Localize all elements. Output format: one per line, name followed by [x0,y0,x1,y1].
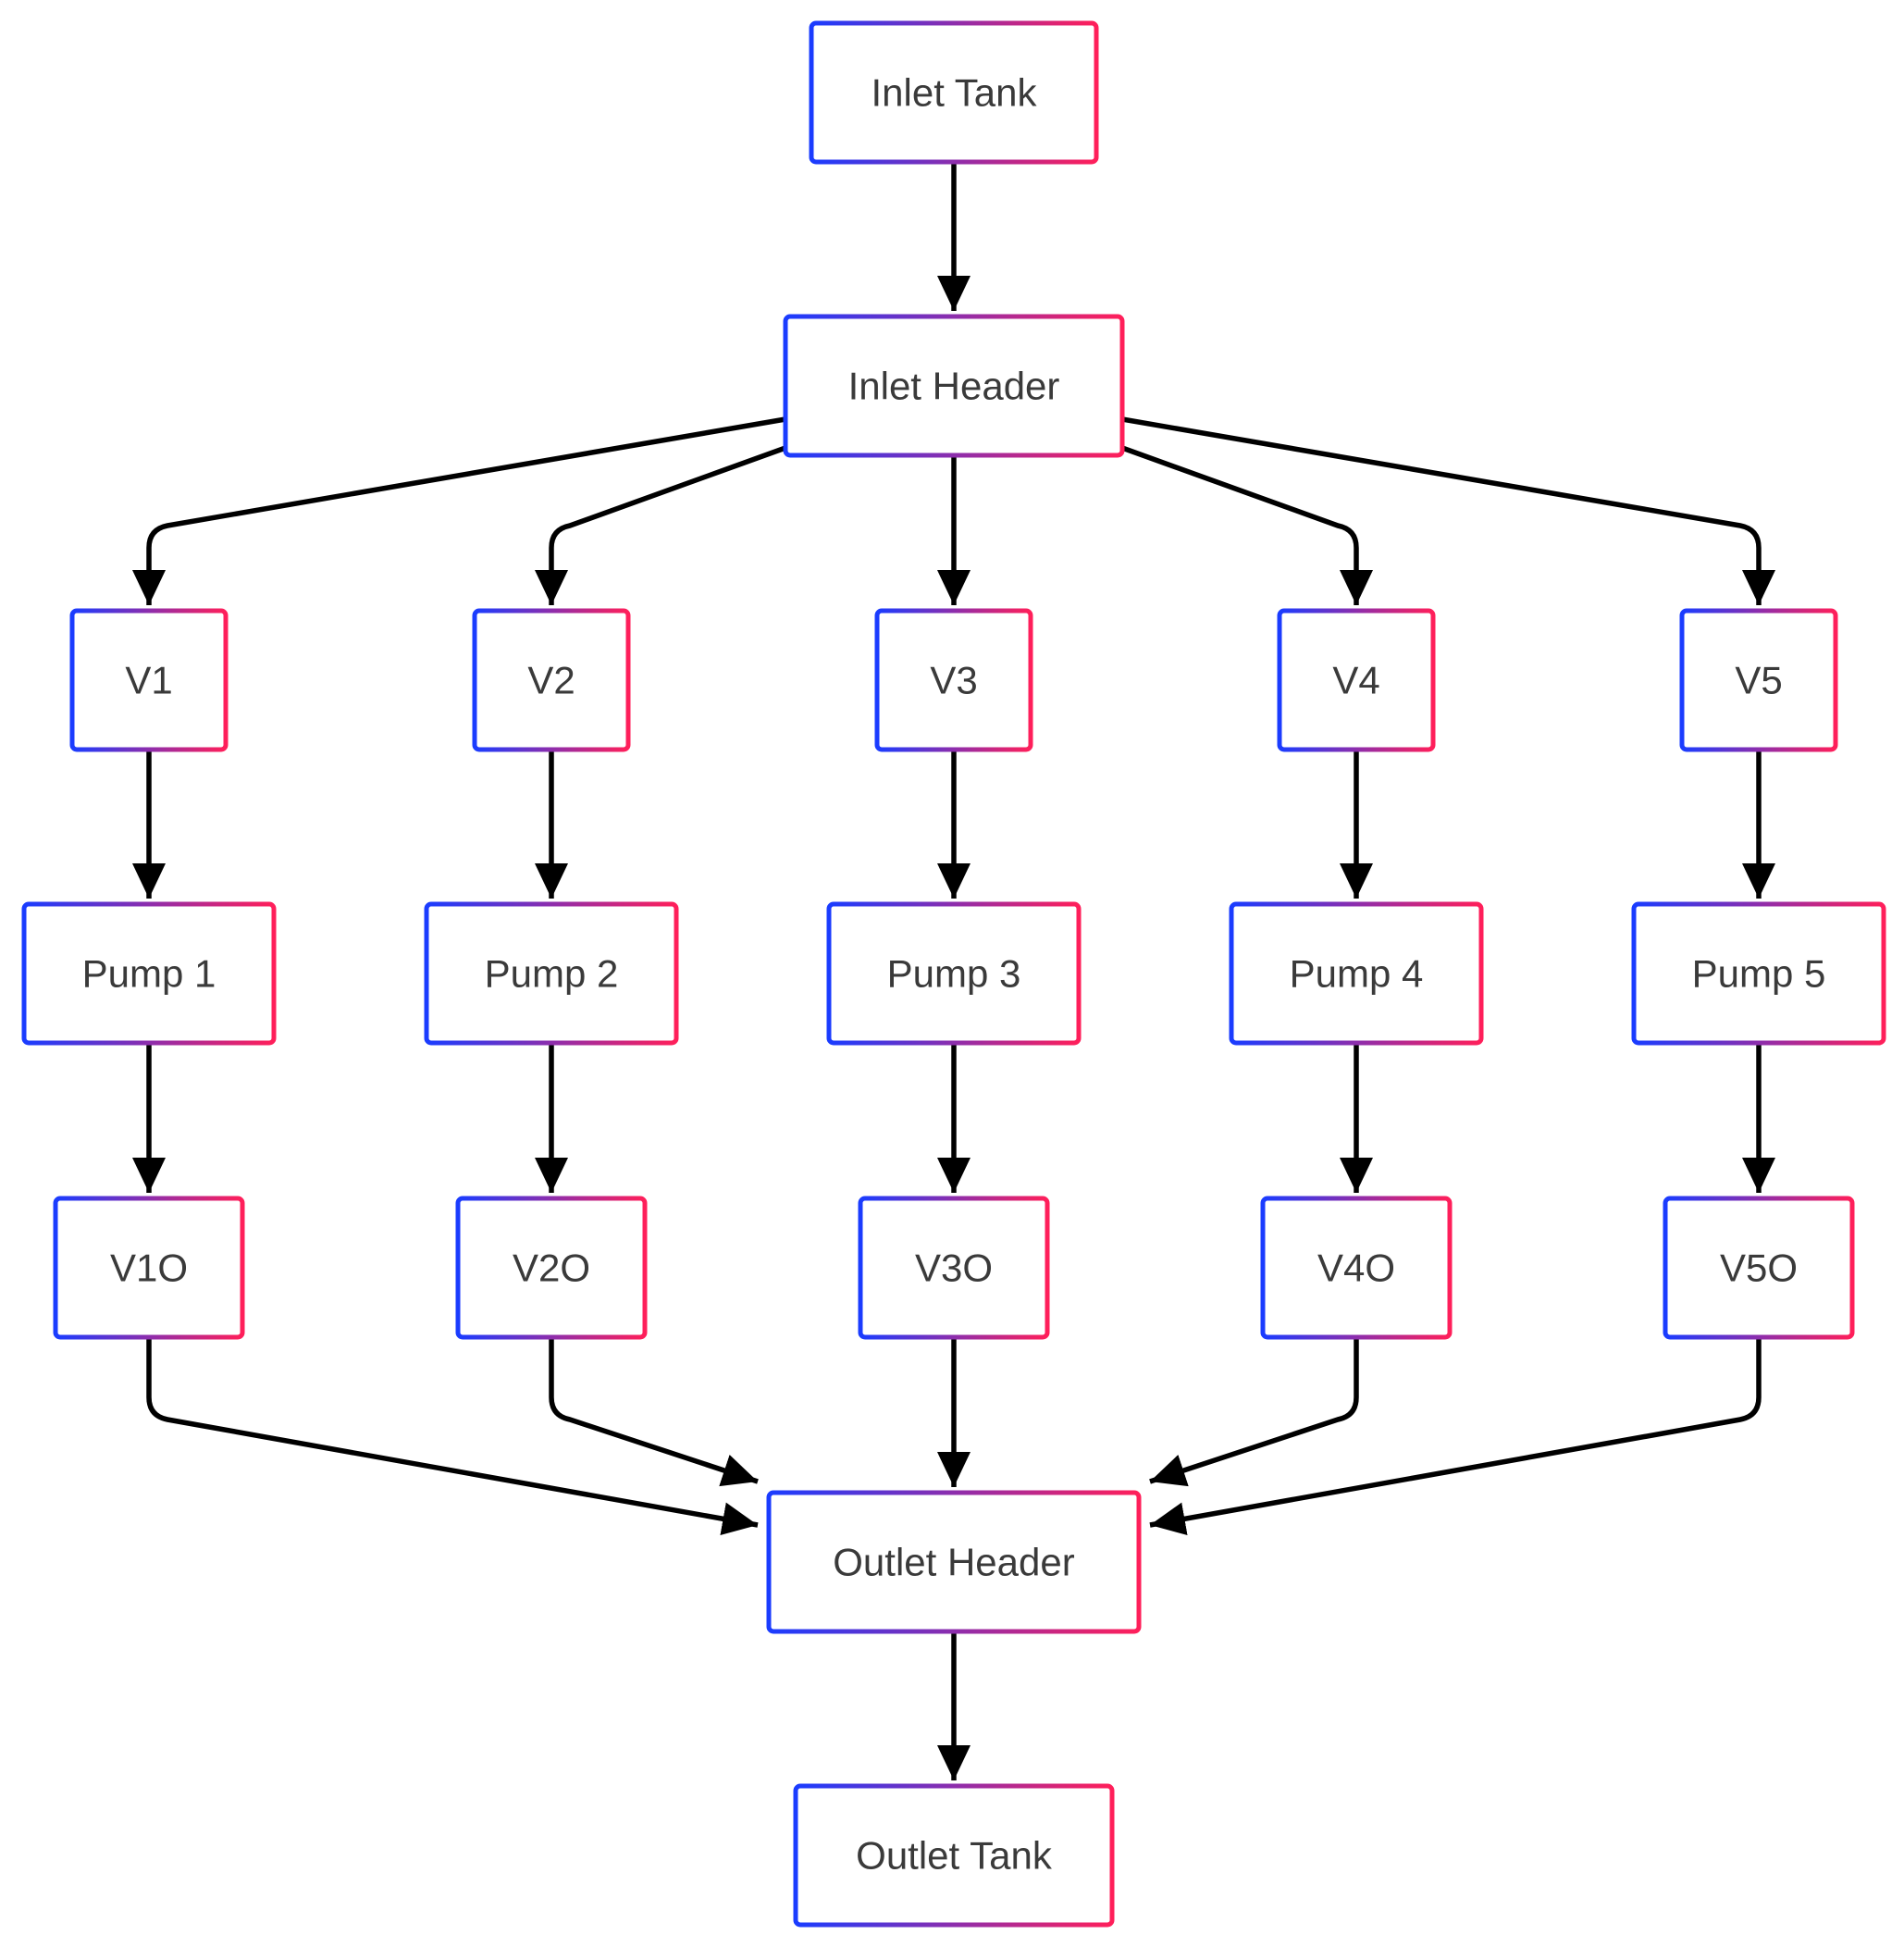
node-box [874,608,1033,752]
edge-inlet-header-to-v4 [1121,445,1373,605]
edge-v1o-to-outlet-header [146,1337,759,1536]
node-box [1679,608,1838,752]
node-v1o: V1O [53,1196,245,1340]
node-label: V2O [513,1246,590,1290]
node-box [858,1196,1050,1340]
node-label: Inlet Tank [871,71,1037,115]
node-pump2: Pump 2 [424,901,679,1046]
node-v3o: V3O [858,1196,1050,1340]
edge-inlet-header-to-v5 [1121,416,1775,605]
node-label: Inlet Header [848,365,1060,408]
node-v4o: V4O [1260,1196,1453,1340]
node-v2o: V2O [455,1196,648,1340]
edge-layer [132,162,1775,1780]
node-v4: V4 [1277,608,1436,752]
node-v2: V2 [472,608,631,752]
node-box [826,901,1082,1046]
node-box [455,1196,648,1340]
node-label: V5O [1720,1246,1798,1290]
node-inlet-header: Inlet Header [783,314,1125,458]
node-v1: V1 [69,608,229,752]
node-label: Outlet Tank [856,1834,1053,1878]
node-label: Pump 3 [887,952,1021,996]
edge-inlet-header-to-v2 [535,445,786,605]
node-pump3: Pump 3 [826,901,1082,1046]
node-label: V5 [1735,659,1782,702]
node-label: V2 [527,659,575,702]
node-v5: V5 [1679,608,1838,752]
node-label: Pump 5 [1692,952,1826,996]
node-box [472,608,631,752]
node-box [766,1490,1142,1634]
node-box [1260,1196,1453,1340]
node-label: V4 [1332,659,1379,702]
node-box [424,901,679,1046]
node-label: Outlet Header [833,1541,1074,1584]
edge-v4o-to-outlet-header [1149,1337,1359,1487]
node-label: V4O [1317,1246,1395,1290]
node-v3: V3 [874,608,1033,752]
node-label: Pump 4 [1290,952,1424,996]
node-label: V1O [110,1246,188,1290]
edge-inlet-header-to-v1 [132,416,786,605]
node-box [1229,901,1484,1046]
edge-v2o-to-outlet-header [549,1337,759,1487]
node-label: V1 [125,659,172,702]
node-inlet-tank: Inlet Tank [809,20,1099,165]
node-outlet-tank: Outlet Tank [793,1783,1115,1928]
node-box [1631,901,1886,1046]
node-outlet-header: Outlet Header [766,1490,1142,1634]
node-box [21,901,277,1046]
node-box [783,314,1125,458]
node-box [1663,1196,1855,1340]
node-box [793,1783,1115,1928]
node-pump5: Pump 5 [1631,901,1886,1046]
node-label: V3 [930,659,977,702]
node-label: Pump 2 [485,952,619,996]
node-pump1: Pump 1 [21,901,277,1046]
node-box [69,608,229,752]
node-box [53,1196,245,1340]
edge-v5o-to-outlet-header [1149,1337,1762,1536]
node-label: V3O [915,1246,993,1290]
node-box [809,20,1099,165]
node-pump4: Pump 4 [1229,901,1484,1046]
node-box [1277,608,1436,752]
node-label: Pump 1 [82,952,216,996]
node-v5o: V5O [1663,1196,1855,1340]
